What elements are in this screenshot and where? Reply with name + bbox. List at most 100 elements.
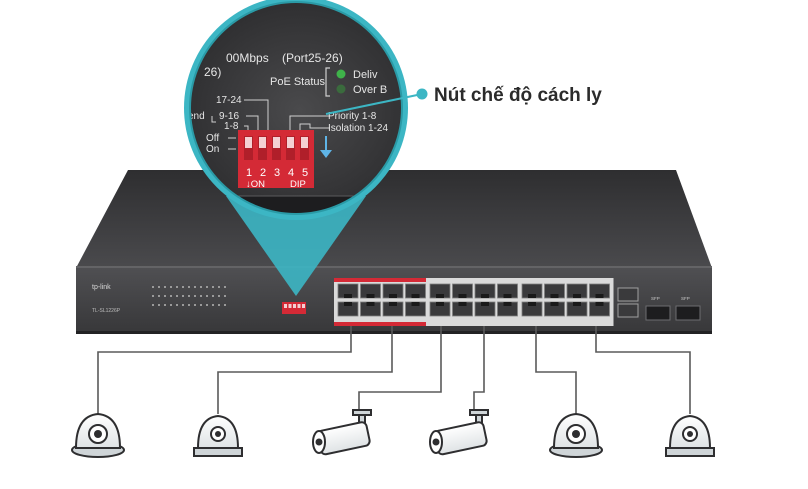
isolation-label: Isolation 1-24	[328, 123, 388, 134]
led-indicator	[152, 304, 154, 306]
zoom-speed-text: 00Mbps	[226, 51, 269, 65]
led-indicator	[212, 304, 214, 306]
led-indicator-panel	[152, 286, 226, 306]
led-indicator	[158, 286, 160, 288]
led-indicator	[152, 286, 154, 288]
led-indicator	[212, 295, 214, 297]
led-indicator	[206, 286, 208, 288]
led-indicator	[206, 295, 208, 297]
dip-toggle[interactable]	[259, 137, 266, 148]
led-indicator	[200, 286, 202, 288]
dip-toggle[interactable]	[245, 137, 252, 148]
led-indicator	[194, 295, 196, 297]
dip-number: 2	[260, 167, 266, 179]
led-indicator	[212, 286, 214, 288]
led-indicator	[170, 295, 172, 297]
led-indicator	[182, 304, 184, 306]
cable	[358, 326, 442, 412]
dip-toggle[interactable]	[273, 137, 280, 148]
led-indicator	[164, 304, 166, 306]
led-indicator	[200, 304, 202, 306]
led-indicator	[152, 295, 154, 297]
led-indicator	[206, 304, 208, 306]
poe-over-led	[336, 84, 346, 94]
off-label: Off	[206, 133, 219, 144]
sfp-label: SFP	[681, 296, 690, 301]
extend-label: end	[188, 111, 205, 122]
dip-number: 5	[302, 167, 308, 179]
led-indicator	[188, 304, 190, 306]
led-indicator	[224, 286, 226, 288]
led-indicator	[182, 286, 184, 288]
sfp-slot[interactable]	[645, 305, 671, 321]
poe-status-item: Over B	[353, 84, 387, 96]
on-label: On	[206, 144, 219, 155]
cable	[535, 326, 577, 414]
model-label: TL-SL1226P	[92, 308, 121, 314]
brand-logo: tp-link	[92, 284, 111, 291]
uplink-port[interactable]	[617, 303, 639, 318]
cable	[97, 326, 352, 414]
sfp-label: SFP	[651, 296, 660, 301]
led-indicator	[218, 304, 220, 306]
led-indicator	[218, 295, 220, 297]
dome-camera-1	[71, 412, 125, 458]
callout-dot	[416, 88, 428, 100]
led-indicator	[176, 286, 178, 288]
led-indicator	[218, 286, 220, 288]
range-label: 17-24	[216, 95, 242, 106]
led-indicator	[164, 286, 166, 288]
led-indicator	[170, 286, 172, 288]
dome-camera-2	[193, 414, 243, 457]
led-indicator	[224, 304, 226, 306]
led-indicator	[200, 295, 202, 297]
dip-marker: DIP	[290, 179, 306, 190]
cable	[595, 326, 691, 414]
zoom-pointer	[226, 196, 366, 296]
dip-number: 4	[288, 167, 294, 179]
dip-switch-front[interactable]	[282, 302, 306, 314]
led-indicator	[158, 295, 160, 297]
callout-label: Nút chế độ cách ly	[434, 85, 602, 106]
network-switch: tp-link TL-SL1226P SFP SFP	[76, 170, 712, 334]
cable	[217, 326, 393, 414]
zoom-magnifier: 00Mbps (Port25-26) 26) PoE Status Deliv …	[184, 0, 408, 296]
dip-switch-zoomed[interactable]: 1 2 3 4 5 ↓ON DIP	[238, 130, 314, 190]
led-indicator	[224, 295, 226, 297]
switch-top-panel	[76, 170, 712, 268]
dip-toggle[interactable]	[301, 137, 308, 148]
dip-number: 3	[274, 167, 280, 179]
sfp-slots: SFP SFP	[645, 296, 701, 321]
zoom-small-label: 26)	[204, 65, 221, 79]
range-label: 1-8	[224, 121, 239, 132]
poe-deliver-led	[336, 69, 346, 79]
range-label: 9-16	[219, 111, 239, 122]
uplink-port[interactable]	[617, 287, 639, 302]
led-indicator	[194, 286, 196, 288]
callout: Nút chế độ cách ly	[325, 85, 602, 115]
led-indicator	[188, 286, 190, 288]
ethernet-port-array	[334, 278, 639, 326]
poe-status-label: PoE Status	[270, 76, 326, 88]
arrow-down-icon	[320, 136, 332, 158]
network-cables	[97, 326, 691, 414]
on-marker: ↓ON	[246, 179, 265, 190]
priority-label: Priority 1-8	[328, 111, 377, 122]
led-indicator	[194, 304, 196, 306]
zoom-port-range: (Port25-26)	[282, 51, 343, 65]
led-indicator	[170, 304, 172, 306]
cable	[473, 326, 485, 412]
dome-camera-4	[665, 414, 715, 457]
dip-toggle[interactable]	[287, 137, 294, 148]
led-indicator	[182, 295, 184, 297]
dip-number: 1	[246, 167, 252, 179]
bullet-camera-1	[312, 409, 372, 456]
led-indicator	[188, 295, 190, 297]
led-indicator	[164, 295, 166, 297]
poe-status-item: Deliv	[353, 69, 378, 81]
dome-camera-3	[549, 412, 603, 458]
sfp-slot[interactable]	[675, 305, 701, 321]
led-indicator	[176, 295, 178, 297]
bullet-camera-2	[429, 409, 489, 456]
